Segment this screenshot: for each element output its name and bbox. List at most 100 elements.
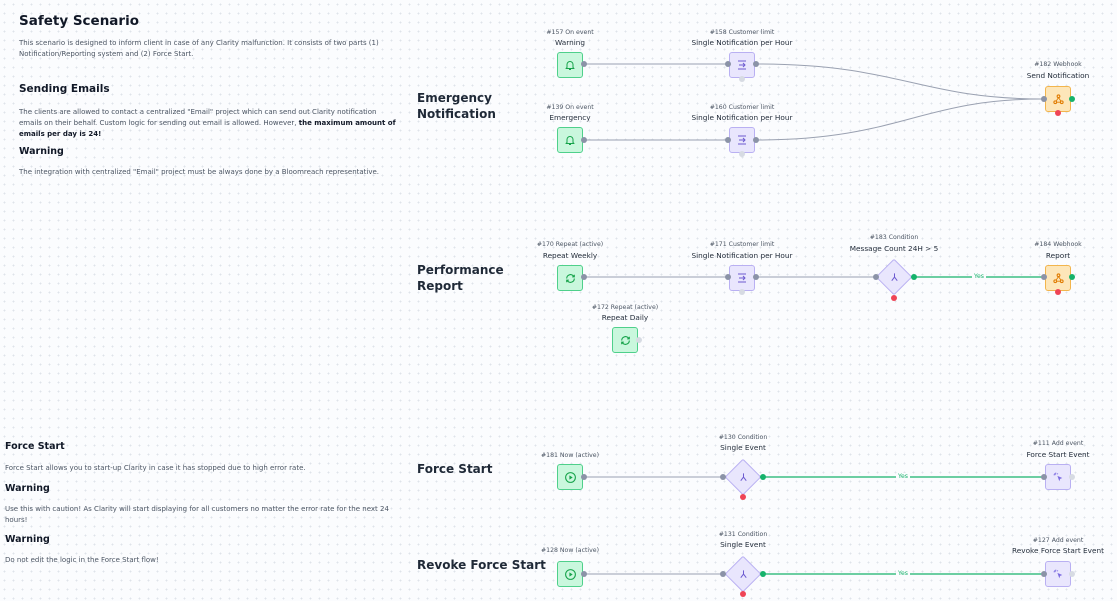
node-181-meta: #181 Now (active) xyxy=(540,452,600,459)
node-170-label: Repeat Weekly xyxy=(542,251,598,260)
node-139-emergency-trigger[interactable] xyxy=(557,127,583,153)
node-184-output-handle[interactable] xyxy=(1069,274,1075,280)
node-128-output-handle[interactable] xyxy=(581,571,587,577)
node-181-output-handle[interactable] xyxy=(581,474,587,480)
node-170-repeat-weekly[interactable] xyxy=(557,265,583,291)
webhook-icon xyxy=(1052,93,1064,104)
node-111-label: Force Start Event xyxy=(1026,450,1090,459)
node-157-label: Warning xyxy=(555,38,585,47)
node-160-label: Single Notification per Hour xyxy=(691,113,793,122)
limit-icon xyxy=(738,60,746,70)
node-170-output-handle[interactable] xyxy=(581,274,587,280)
condition-icon xyxy=(730,464,756,490)
node-127-output-handle[interactable] xyxy=(1069,571,1075,577)
node-171-input-handle[interactable] xyxy=(725,274,731,280)
sending-emails-description: The clients are allowed to contact a cen… xyxy=(19,108,396,138)
node-128-meta: #128 Now (active) xyxy=(540,547,600,554)
node-170-meta: #170 Repeat (active) xyxy=(536,241,604,248)
node-157-meta: #157 On event xyxy=(546,29,594,36)
node-171-output-handle[interactable] xyxy=(753,274,759,280)
repeat-icon xyxy=(620,335,630,345)
node-131-label: Single Event xyxy=(720,540,766,549)
node-158-output-handle[interactable] xyxy=(753,61,759,67)
node-182-webhook[interactable] xyxy=(1045,86,1071,112)
force-start-description: Force Start allows you to start-up Clari… xyxy=(5,464,306,472)
node-182-input-handle[interactable] xyxy=(1041,96,1047,102)
node-157-warning-trigger[interactable] xyxy=(557,52,583,78)
flow-title-revoke-force-start: Revoke Force Start xyxy=(417,558,546,572)
node-182-meta: #182 Webhook xyxy=(1034,61,1082,68)
force-start-title: Force Start xyxy=(5,441,65,452)
node-184-webhook[interactable] xyxy=(1045,265,1071,291)
safety-scenario-description: This scenario is designed to inform clie… xyxy=(19,39,379,58)
node-131-meta: #131 Condition xyxy=(718,531,768,538)
node-172-output-handle[interactable] xyxy=(636,337,642,343)
node-131-input-handle[interactable] xyxy=(720,571,726,577)
play-icon xyxy=(564,568,576,580)
node-160-input-handle[interactable] xyxy=(725,137,731,143)
warning-title-2: Warning xyxy=(5,483,50,494)
cursor-click-icon xyxy=(1053,569,1062,578)
edge-yes-label: Yes xyxy=(896,473,910,480)
node-182-output-handle[interactable] xyxy=(1069,96,1075,102)
node-131-yes-handle[interactable] xyxy=(760,571,766,577)
warning-description-2: Use this with caution! As Clarity will s… xyxy=(5,505,389,524)
node-183-label: Message Count 24H > 5 xyxy=(849,244,939,253)
condition-icon xyxy=(730,561,756,587)
limit-icon xyxy=(738,135,746,145)
node-184-input-handle[interactable] xyxy=(1041,274,1047,280)
node-184-error-handle[interactable] xyxy=(1055,289,1061,295)
node-139-label: Emergency xyxy=(549,113,591,122)
flow-title-force-start: Force Start xyxy=(417,462,493,476)
node-127-meta: #127 Add event xyxy=(1032,537,1084,544)
node-130-label: Single Event xyxy=(720,443,766,452)
warning-description-1: The integration with centralized "Email"… xyxy=(19,168,380,176)
node-182-error-handle[interactable] xyxy=(1055,110,1061,116)
cursor-click-icon xyxy=(1053,472,1062,481)
edge-yes-label: Yes xyxy=(972,273,986,280)
node-139-meta: #139 On event xyxy=(546,104,594,111)
warning-title-1: Warning xyxy=(19,146,64,157)
node-160-output-handle[interactable] xyxy=(753,137,759,143)
node-111-meta: #111 Add event xyxy=(1032,440,1084,447)
node-158-input-handle[interactable] xyxy=(725,61,731,67)
sending-emails-title: Sending Emails xyxy=(19,83,110,95)
node-111-add-event[interactable] xyxy=(1045,464,1071,490)
node-171-customer-limit[interactable] xyxy=(729,265,755,291)
node-183-error-handle[interactable] xyxy=(891,295,897,301)
node-171-bottom-handle[interactable] xyxy=(739,289,745,295)
node-111-input-handle[interactable] xyxy=(1041,474,1047,480)
node-158-customer-limit[interactable] xyxy=(729,52,755,78)
node-111-output-handle[interactable] xyxy=(1069,474,1075,480)
play-icon xyxy=(564,471,576,483)
warning-title-3: Warning xyxy=(5,534,50,545)
node-160-meta: #160 Customer limit xyxy=(709,104,775,111)
node-183-yes-handle[interactable] xyxy=(911,274,917,280)
node-172-meta: #172 Repeat (active) xyxy=(591,304,659,311)
node-183-input-handle[interactable] xyxy=(873,274,879,280)
node-172-repeat-daily[interactable] xyxy=(612,327,638,353)
node-127-input-handle[interactable] xyxy=(1041,571,1047,577)
node-184-meta: #184 Webhook xyxy=(1034,241,1082,248)
bell-icon xyxy=(565,136,575,145)
edge-yes-label: Yes xyxy=(896,570,910,577)
node-171-meta: #171 Customer limit xyxy=(709,241,775,248)
node-157-output-handle[interactable] xyxy=(581,61,587,67)
node-130-error-handle[interactable] xyxy=(740,494,746,500)
node-131-error-handle[interactable] xyxy=(740,591,746,597)
node-183-meta: #183 Condition xyxy=(869,234,919,241)
node-160-bottom-handle[interactable] xyxy=(739,151,745,157)
node-160-customer-limit[interactable] xyxy=(729,127,755,153)
node-181-now-trigger[interactable] xyxy=(557,464,583,490)
node-130-yes-handle[interactable] xyxy=(760,474,766,480)
node-139-output-handle[interactable] xyxy=(581,137,587,143)
node-127-add-event[interactable] xyxy=(1045,561,1071,587)
node-128-now-trigger[interactable] xyxy=(557,561,583,587)
node-158-bottom-handle[interactable] xyxy=(739,76,745,82)
node-127-label: Revoke Force Start Event xyxy=(1012,546,1104,555)
warning-description-3: Do not edit the logic in the Force Start… xyxy=(5,556,159,564)
limit-icon xyxy=(738,273,746,283)
node-130-input-handle[interactable] xyxy=(720,474,726,480)
